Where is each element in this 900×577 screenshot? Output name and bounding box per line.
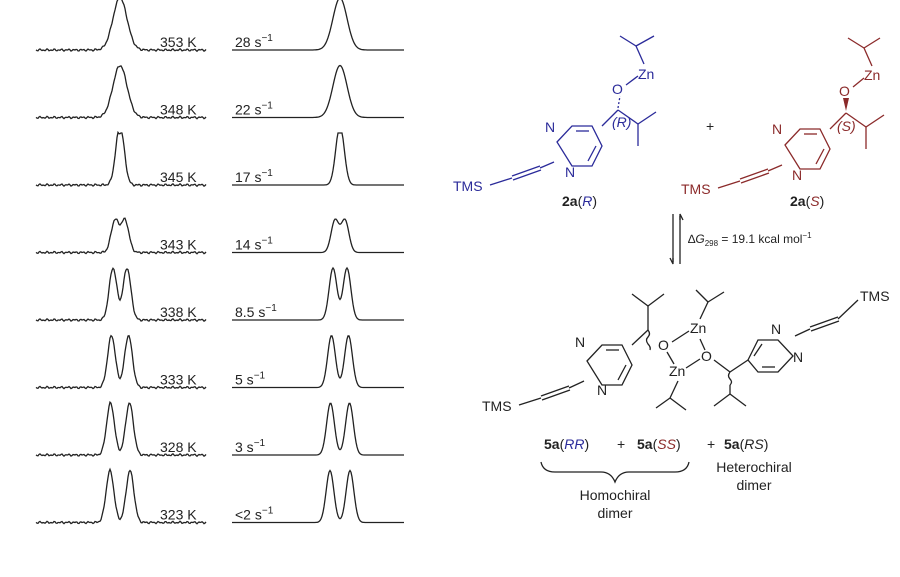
stereo-label-R: (R) bbox=[612, 114, 631, 130]
exchange-rate-label: 3 s−1 bbox=[235, 438, 266, 455]
experimental-spectrum bbox=[35, 400, 207, 458]
n-atom: N bbox=[545, 119, 555, 135]
compound-label-2a-R: 2a(R) bbox=[562, 193, 597, 209]
tms-label: TMS bbox=[860, 288, 890, 304]
n-atom: N bbox=[793, 349, 803, 365]
nmr-row: 345 K 17 s−1 bbox=[35, 130, 404, 188]
reaction-scheme: TMS N N O Zn (R) 2a(R) bbox=[453, 35, 890, 521]
temperature-label: 343 K bbox=[160, 237, 197, 253]
stereo-label-S: (S) bbox=[837, 118, 856, 134]
n-atom: N bbox=[575, 334, 585, 350]
simulated-spectrum bbox=[232, 132, 404, 186]
dimer-label-ss: 5a(SS) bbox=[637, 436, 681, 452]
homochiral-brace bbox=[540, 461, 690, 484]
compound-label-2a-S: 2a(S) bbox=[790, 193, 824, 209]
equilibrium-arrows bbox=[669, 213, 684, 265]
homochiral-label-line2: dimer bbox=[597, 505, 632, 521]
simulated-spectrum bbox=[232, 266, 404, 321]
simulated-spectrum bbox=[232, 402, 404, 456]
experimental-spectrum bbox=[35, 65, 207, 120]
plus-sign: + bbox=[707, 436, 715, 452]
exchange-rate-label: <2 s−1 bbox=[235, 506, 274, 523]
zn-atom: Zn bbox=[864, 67, 880, 83]
molecule-2a-S: TMS N N O Zn (S) 2a(S) bbox=[681, 37, 885, 209]
simulated-spectrum bbox=[232, 335, 404, 389]
simulated-spectrum bbox=[232, 469, 404, 524]
exchange-rate-label: 22 s−1 bbox=[235, 101, 273, 118]
temperature-label: 328 K bbox=[160, 439, 197, 455]
dimer-label-rs: 5a(RS) bbox=[724, 436, 768, 452]
exchange-rate-label: 8.5 s−1 bbox=[235, 303, 277, 320]
tms-label: TMS bbox=[681, 181, 711, 197]
plus-sign: + bbox=[706, 118, 714, 134]
n-atom: N bbox=[792, 167, 802, 183]
exchange-rate-label: 14 s−1 bbox=[235, 236, 273, 253]
nmr-row: 343 K 14 s−1 bbox=[35, 217, 404, 255]
plus-sign: + bbox=[617, 436, 625, 452]
o-atom: O bbox=[839, 83, 850, 99]
temperature-label: 338 K bbox=[160, 304, 197, 320]
molecule-2a-R: TMS N N O Zn (R) 2a(R) bbox=[453, 35, 657, 209]
o-atom: O bbox=[612, 81, 623, 97]
nmr-row: 338 K 8.5 s−1 bbox=[35, 266, 404, 323]
experimental-spectrum bbox=[35, 334, 207, 390]
heterochiral-label-line2: dimer bbox=[736, 477, 771, 493]
simulated-spectrum bbox=[232, 64, 404, 119]
exchange-rate-label: 17 s−1 bbox=[235, 168, 273, 185]
experimental-spectrum bbox=[35, 130, 207, 188]
n-atom: N bbox=[772, 121, 782, 137]
temperature-label: 353 K bbox=[160, 34, 197, 50]
experimental-spectrum bbox=[35, 467, 207, 525]
temperature-label: 345 K bbox=[160, 169, 197, 185]
simulated-spectrum bbox=[232, 0, 404, 51]
n-atom: N bbox=[565, 164, 575, 180]
n-atom: N bbox=[597, 382, 607, 398]
vt-nmr-panel: 353 K 28 s−1 348 K 22 s−1 345 K 17 s−1 343 K 14… bbox=[35, 0, 404, 525]
nmr-row: 333 K 5 s−1 bbox=[35, 334, 404, 390]
simulated-spectrum bbox=[232, 218, 404, 254]
o-atom: O bbox=[701, 348, 712, 364]
nmr-row: 348 K 22 s−1 bbox=[35, 64, 404, 120]
heterochiral-label-line1: Heterochiral bbox=[716, 459, 791, 475]
o-atom: O bbox=[658, 337, 669, 353]
zn-atom: Zn bbox=[690, 320, 706, 336]
experimental-spectrum bbox=[35, 0, 207, 53]
nmr-row: 328 K 3 s−1 bbox=[35, 400, 404, 458]
experimental-spectrum bbox=[35, 267, 207, 323]
temperature-label: 333 K bbox=[160, 372, 197, 388]
n-atom: N bbox=[771, 321, 781, 337]
zn-atom: Zn bbox=[638, 66, 654, 82]
homochiral-label-line1: Homochiral bbox=[580, 487, 651, 503]
dimer-5a: TMS N N O Zn Zn O bbox=[482, 288, 890, 414]
temperature-label: 323 K bbox=[160, 507, 197, 523]
exchange-rate-label: 28 s−1 bbox=[235, 33, 273, 50]
nmr-row: 323 K <2 s−1 bbox=[35, 467, 404, 525]
zn-atom: Zn bbox=[669, 363, 685, 379]
temperature-label: 348 K bbox=[160, 102, 197, 118]
delta-g-label: ∆G298 = 19.1 kcal mol−1 bbox=[688, 231, 812, 248]
tms-label: TMS bbox=[482, 398, 512, 414]
experimental-spectrum bbox=[35, 217, 207, 255]
exchange-rate-label: 5 s−1 bbox=[235, 371, 266, 388]
nmr-row: 353 K 28 s−1 bbox=[35, 0, 404, 53]
tms-label: TMS bbox=[453, 178, 483, 194]
dimer-label-rr: 5a(RR) bbox=[544, 436, 589, 452]
